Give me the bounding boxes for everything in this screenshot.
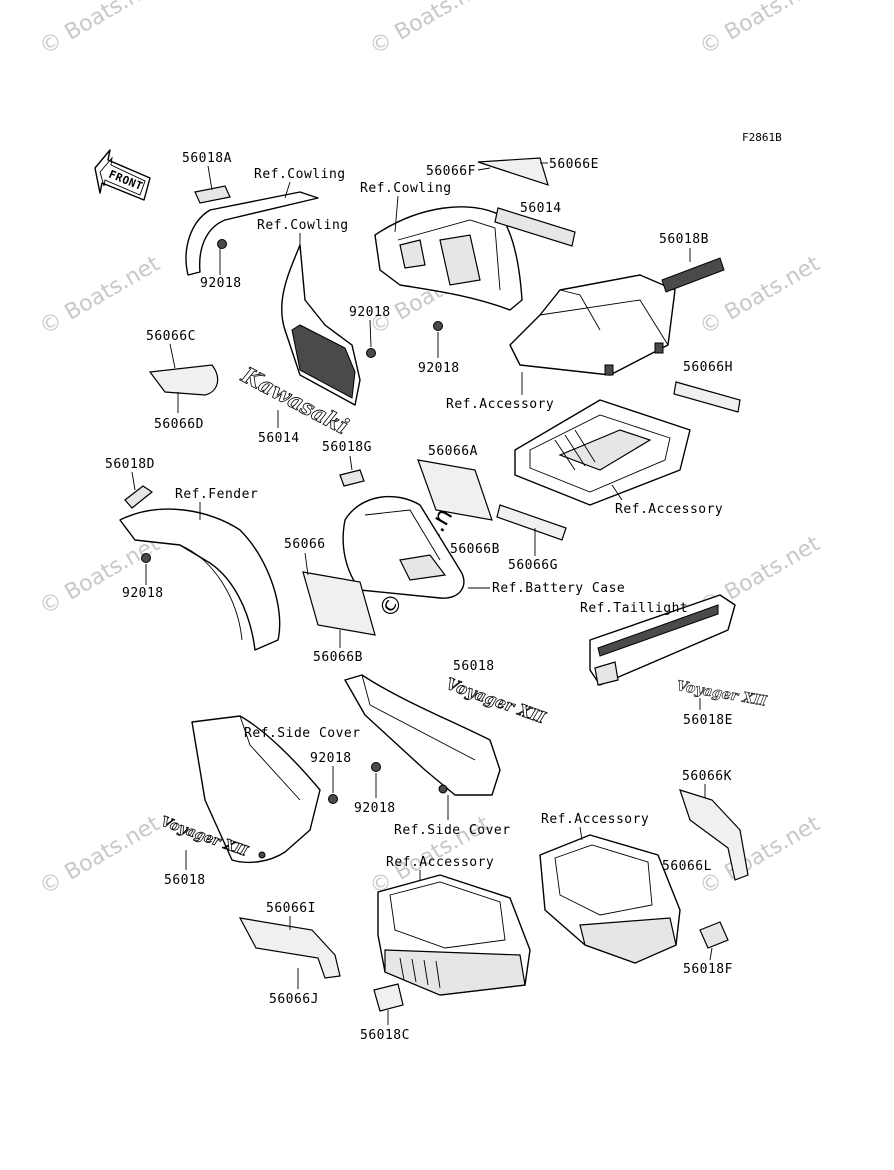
label-92018-d: 92018 (122, 586, 164, 601)
part-56066G[interactable]: 56066G (496, 504, 567, 573)
label-56018A: 56018A (182, 151, 232, 166)
label-ref-accessory-2: Ref.Accessory (615, 502, 723, 517)
label-56018-low: 56018 (164, 873, 206, 888)
label-56014-top: 56014 (520, 201, 562, 216)
saddlebag-center-fins (399, 957, 441, 989)
part-56018F[interactable]: 56018F (683, 921, 733, 977)
label-ref-side-cover-2: Ref.Side Cover (394, 823, 511, 838)
label-92018-b: 92018 (349, 305, 391, 320)
label-56066I: 56066I (266, 901, 316, 916)
figure-code: F2861B (742, 131, 782, 144)
taillight[interactable]: Ref.Taillight (580, 594, 736, 686)
part-56014-top[interactable]: 56014 (494, 201, 576, 247)
label-ref-fender: Ref.Fender (175, 487, 258, 502)
part-56018G[interactable]: 56018G (322, 440, 372, 487)
label-56066E: 56066E (549, 157, 599, 172)
label-92018-c: 92018 (418, 361, 460, 376)
label-ref-cowling-2: Ref.Cowling (360, 181, 452, 196)
label-56066B-upper: 56066B (450, 542, 500, 557)
part-56018A[interactable]: 56018A (182, 151, 232, 204)
label-56066D: 56066D (154, 417, 204, 432)
watermark: © Boats.net (36, 811, 165, 900)
part-56018D[interactable]: 56018D (105, 457, 155, 509)
label-56066L: 56066L (662, 859, 712, 874)
label-56066: 56066 (284, 537, 326, 552)
part-56066-56066B[interactable]: 56066 56066B (284, 537, 376, 665)
label-56066J: 56066J (269, 992, 319, 1007)
label-56018C: 56018C (360, 1028, 410, 1043)
label-56066F: 56066F (426, 164, 476, 179)
label-ref-accessory-1: Ref.Accessory (446, 397, 554, 412)
label-ref-taillight: Ref.Taillight (580, 601, 688, 616)
part-56018E[interactable]: Voyager XII 56018E (675, 678, 768, 728)
accessory-box-lid[interactable]: Ref.Accessory (446, 274, 676, 412)
voyager-badge-mid: Voyager XII (444, 674, 549, 728)
label-92018-a: 92018 (200, 276, 242, 291)
watermark: © Boats.net (36, 0, 165, 60)
label-ref-side-cover-1: Ref.Side Cover (244, 726, 361, 741)
label-56066H: 56066H (683, 360, 733, 375)
fender[interactable]: Ref.Fender 92018 (119, 487, 281, 651)
label-56018E: 56018E (683, 713, 733, 728)
part-56018-mid[interactable]: Voyager XII 56018 (443, 659, 549, 728)
watermark: © Boats.net (366, 0, 495, 60)
watermark: © Boats.net (696, 0, 825, 60)
side-cover-left[interactable]: Ref.Side Cover 92018 (191, 715, 361, 864)
label-ref-battery-case: Ref.Battery Case (492, 581, 625, 596)
accessory-tray[interactable]: Ref.Accessory (514, 399, 723, 517)
label-ref-accessory-3: Ref.Accessory (386, 855, 494, 870)
label-56018: 56018 (453, 659, 495, 674)
main-cowling[interactable]: Ref.Cowling 92018 (360, 181, 523, 376)
saddlebag-center[interactable]: Ref.Accessory (377, 855, 531, 996)
label-ref-cowling-3: Ref.Cowling (257, 218, 349, 233)
part-56066I-56066J[interactable]: 56066I 56066J (238, 901, 341, 1007)
watermark: © Boats.net (36, 531, 165, 620)
part-56066K-56066L[interactable]: 56066K 56066L (662, 769, 749, 881)
part-56066A[interactable]: 56066A (417, 444, 493, 521)
cowling-strip-left[interactable]: Ref.Cowling 92018 (185, 167, 346, 291)
label-56066B: 56066B (313, 650, 363, 665)
label-56018F: 56018F (683, 962, 733, 977)
label-56018B: 56018B (659, 232, 709, 247)
label-ref-accessory-4: Ref.Accessory (541, 812, 649, 827)
label-56066C: 56066C (146, 329, 196, 344)
part-56018C[interactable]: 56018C (360, 983, 410, 1043)
side-cover-right[interactable]: 92018 Ref.Side Cover (344, 674, 511, 838)
battery-case[interactable]: 56066B Ref.Battery Case (342, 495, 625, 599)
part-56066E-56066F[interactable]: 56066F 56066E (426, 157, 599, 186)
inner-cowling[interactable]: Ref.Cowling 92018 (257, 218, 391, 406)
label-56018D: 56018D (105, 457, 155, 472)
label-56018G: 56018G (322, 440, 372, 455)
voyager-badge-right: Voyager XII (675, 678, 768, 710)
label-56066A: 56066A (428, 444, 478, 459)
label-92018-f: 92018 (354, 801, 396, 816)
label-56066K: 56066K (682, 769, 732, 784)
label-92018-e: 92018 (310, 751, 352, 766)
front-arrow-icon: FRONT (94, 149, 151, 201)
part-56018B[interactable]: 56018B (659, 232, 725, 293)
watermark: © Boats.net (36, 251, 165, 340)
label-56014-mid: 56014 (258, 431, 300, 446)
part-56066H[interactable]: 56066H (673, 360, 741, 413)
tray-ribs (554, 429, 596, 471)
saddlebag-right[interactable]: Ref.Accessory (539, 812, 681, 964)
label-56066G: 56066G (508, 558, 558, 573)
label-ref-cowling-1: Ref.Cowling (254, 167, 346, 182)
part-56066C-56066D[interactable]: 56066C 56066D (146, 329, 219, 432)
